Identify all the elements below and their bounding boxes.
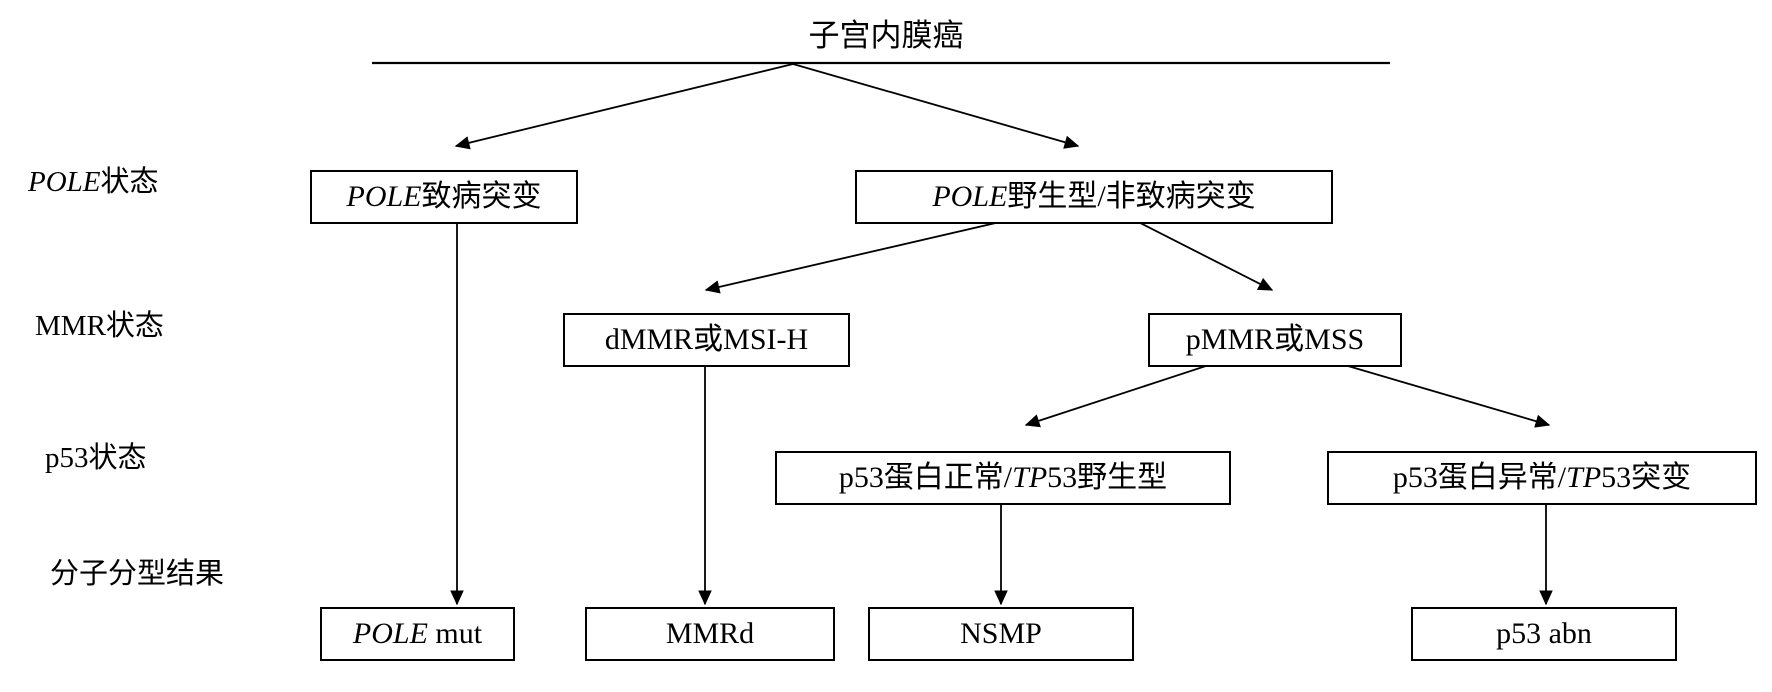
node-p53-normal[interactable]: p53蛋白正常/TP53野生型 (775, 451, 1231, 505)
node-pole-wildtype-label: POLE野生型/非致病突变 (932, 182, 1255, 212)
node-pmmr-mss[interactable]: pMMR或MSS (1148, 313, 1402, 367)
node-pole-wildtype-gene: POLE (932, 180, 1008, 213)
node-p53-normal-prefix: p53蛋白正常/ (838, 461, 1013, 494)
node-result-pole-mut-gene: POLE (352, 617, 428, 650)
node-result-mmrd-label: MMRd (665, 617, 755, 650)
row-label-p53-status-text: p53状态 (45, 442, 147, 474)
node-pole-pathogenic-mutation[interactable]: POLE致病突变 (310, 170, 578, 224)
node-p53-abnormal[interactable]: p53蛋白异常/TP53突变 (1327, 451, 1757, 505)
node-pole-pathogenic-mutation-suffix: 致病突变 (421, 180, 542, 213)
edge-root-to-pole-wildtype (792, 63, 1080, 149)
row-label-p53-status: p53状态 (45, 434, 147, 476)
node-pole-pathogenic-mutation-label: POLE致病突变 (347, 182, 542, 212)
row-label-pole-status-suffix: 状态 (100, 166, 159, 198)
node-p53-abnormal-gene: TP (1566, 461, 1602, 494)
node-result-p53-abn-label: p53 abn (1496, 617, 1592, 650)
node-pole-wildtype-suffix: 野生型/非致病突变 (1007, 180, 1256, 213)
row-label-molecular-result: 分子分型结果 (50, 550, 224, 592)
node-p53-normal-gene: TP (1012, 461, 1048, 494)
node-dmmr-msi-h[interactable]: dMMR或MSI-H (563, 313, 850, 367)
node-result-p53-abn[interactable]: p53 abn (1411, 607, 1677, 661)
node-p53-abnormal-label: p53蛋白异常/TP53突变 (1393, 463, 1691, 493)
row-label-pole-status: POLE状态 (28, 158, 159, 200)
node-pmmr-mss-label: pMMR或MSS (1185, 323, 1365, 356)
node-result-pole-mut-suffix: mut (427, 617, 483, 650)
node-p53-abnormal-suffix: 53突变 (1601, 461, 1692, 494)
node-p53-abnormal-prefix: p53蛋白异常/ (1392, 461, 1567, 494)
node-result-nsmp-label: NSMP (960, 617, 1042, 650)
row-label-mmr-status: MMR状态 (35, 302, 164, 344)
node-result-pole-mut-label: POLE mut (353, 619, 482, 649)
node-result-pole-mut[interactable]: POLE mut (320, 607, 515, 661)
row-label-mmr-status-text: MMR状态 (35, 310, 164, 342)
node-pole-wildtype[interactable]: POLE野生型/非致病突变 (855, 170, 1333, 224)
node-result-mmrd[interactable]: MMRd (585, 607, 835, 661)
node-result-nsmp[interactable]: NSMP (868, 607, 1134, 661)
node-p53-normal-suffix: 53野生型 (1047, 461, 1168, 494)
page-title-text: 子宫内膜癌 (808, 18, 964, 53)
node-pole-pathogenic-mutation-gene: POLE (346, 180, 422, 213)
page-title: 子宫内膜癌 (0, 10, 1772, 55)
node-p53-normal-label: p53蛋白正常/TP53野生型 (839, 463, 1167, 493)
node-dmmr-msi-h-label: dMMR或MSI-H (604, 323, 809, 356)
row-label-molecular-result-text: 分子分型结果 (50, 558, 225, 590)
row-label-pole-status-gene: POLE (28, 166, 101, 198)
edge-root-to-pole-mutant (454, 63, 794, 150)
